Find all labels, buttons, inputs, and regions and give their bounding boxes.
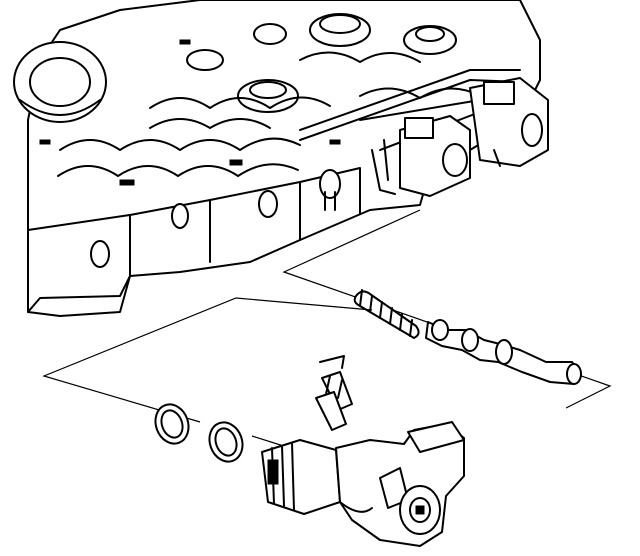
install-direction-arrows	[316, 356, 352, 430]
solenoid-assembly	[262, 422, 464, 546]
valve-spring	[355, 290, 419, 338]
spool-valve	[426, 320, 581, 384]
o-ring-outer	[150, 400, 194, 449]
valve-body-housing	[14, 0, 540, 316]
o-ring-inner	[204, 418, 248, 467]
solenoid-leader-lines	[44, 298, 372, 448]
solenoid-connectors-upper	[372, 78, 548, 196]
